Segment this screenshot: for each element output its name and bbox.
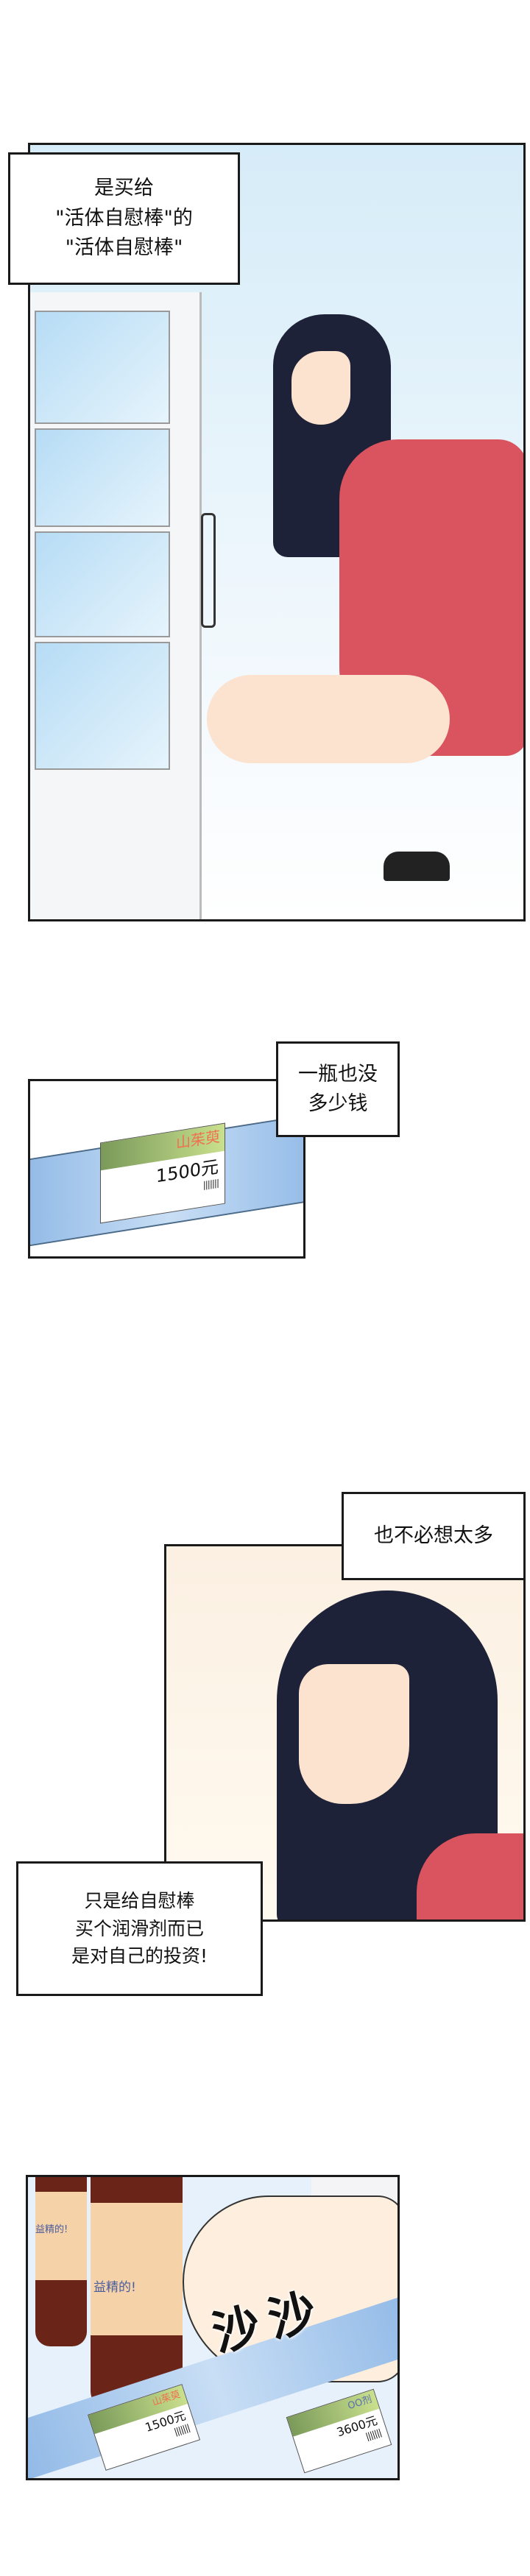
caption-line: 是买给 xyxy=(94,177,154,200)
caption-box-3: 也不必想太多 xyxy=(342,1492,526,1580)
bottle-label-text: 益精的! xyxy=(93,2280,136,2295)
bottle-label-text: 益精的! xyxy=(35,2224,68,2235)
woman-legs xyxy=(207,675,450,763)
woman-face xyxy=(299,1664,409,1804)
fridge xyxy=(30,292,216,919)
woman-shoe xyxy=(384,852,450,881)
panel-3-woman-closeup xyxy=(164,1544,526,1922)
price-tag: OO剂 3600元 ||||||| xyxy=(286,2388,392,2474)
panel-4-shelf-hand: 益精的! 益精的! 山茱萸 1500元 ||||||| OO剂 3600元 ||… xyxy=(26,2175,400,2480)
caption-line: "活体自慰棒"的 xyxy=(55,206,193,230)
caption-line: 买个润滑剂而已 xyxy=(74,1917,204,1939)
caption-box-2: 一瓶也没 多少钱 xyxy=(276,1041,400,1137)
caption-box-4: 只是给自慰棒 买个润滑剂而已 是对自己的投资! xyxy=(16,1861,263,1996)
bottle-label: 益精的! xyxy=(35,2192,87,2280)
caption-line: 一瓶也没 xyxy=(298,1062,378,1086)
woman-face xyxy=(292,351,350,425)
caption-box-1: 是买给 "活体自慰棒"的 "活体自慰棒" xyxy=(8,152,240,285)
caption-line: 只是给自慰棒 xyxy=(84,1890,195,1912)
panel-2-price-tag: 山茱萸 1500元 ||||||| xyxy=(28,1079,305,1259)
panel-1-fridge-scene xyxy=(28,143,526,921)
caption-line: 是对自己的投资! xyxy=(71,1945,208,1967)
fridge-glass-1 xyxy=(35,311,170,424)
fridge-glass-4 xyxy=(35,642,170,770)
caption-line: "活体自慰棒" xyxy=(65,236,183,260)
fridge-handle xyxy=(201,513,216,628)
caption-line: 也不必想太多 xyxy=(374,1524,493,1547)
caption-line: 多少钱 xyxy=(308,1092,368,1115)
fridge-glass-3 xyxy=(35,531,170,637)
fridge-glass-2 xyxy=(35,428,170,527)
bottle-label: 益精的! xyxy=(91,2203,183,2335)
bottle: 益精的! xyxy=(35,2177,87,2346)
